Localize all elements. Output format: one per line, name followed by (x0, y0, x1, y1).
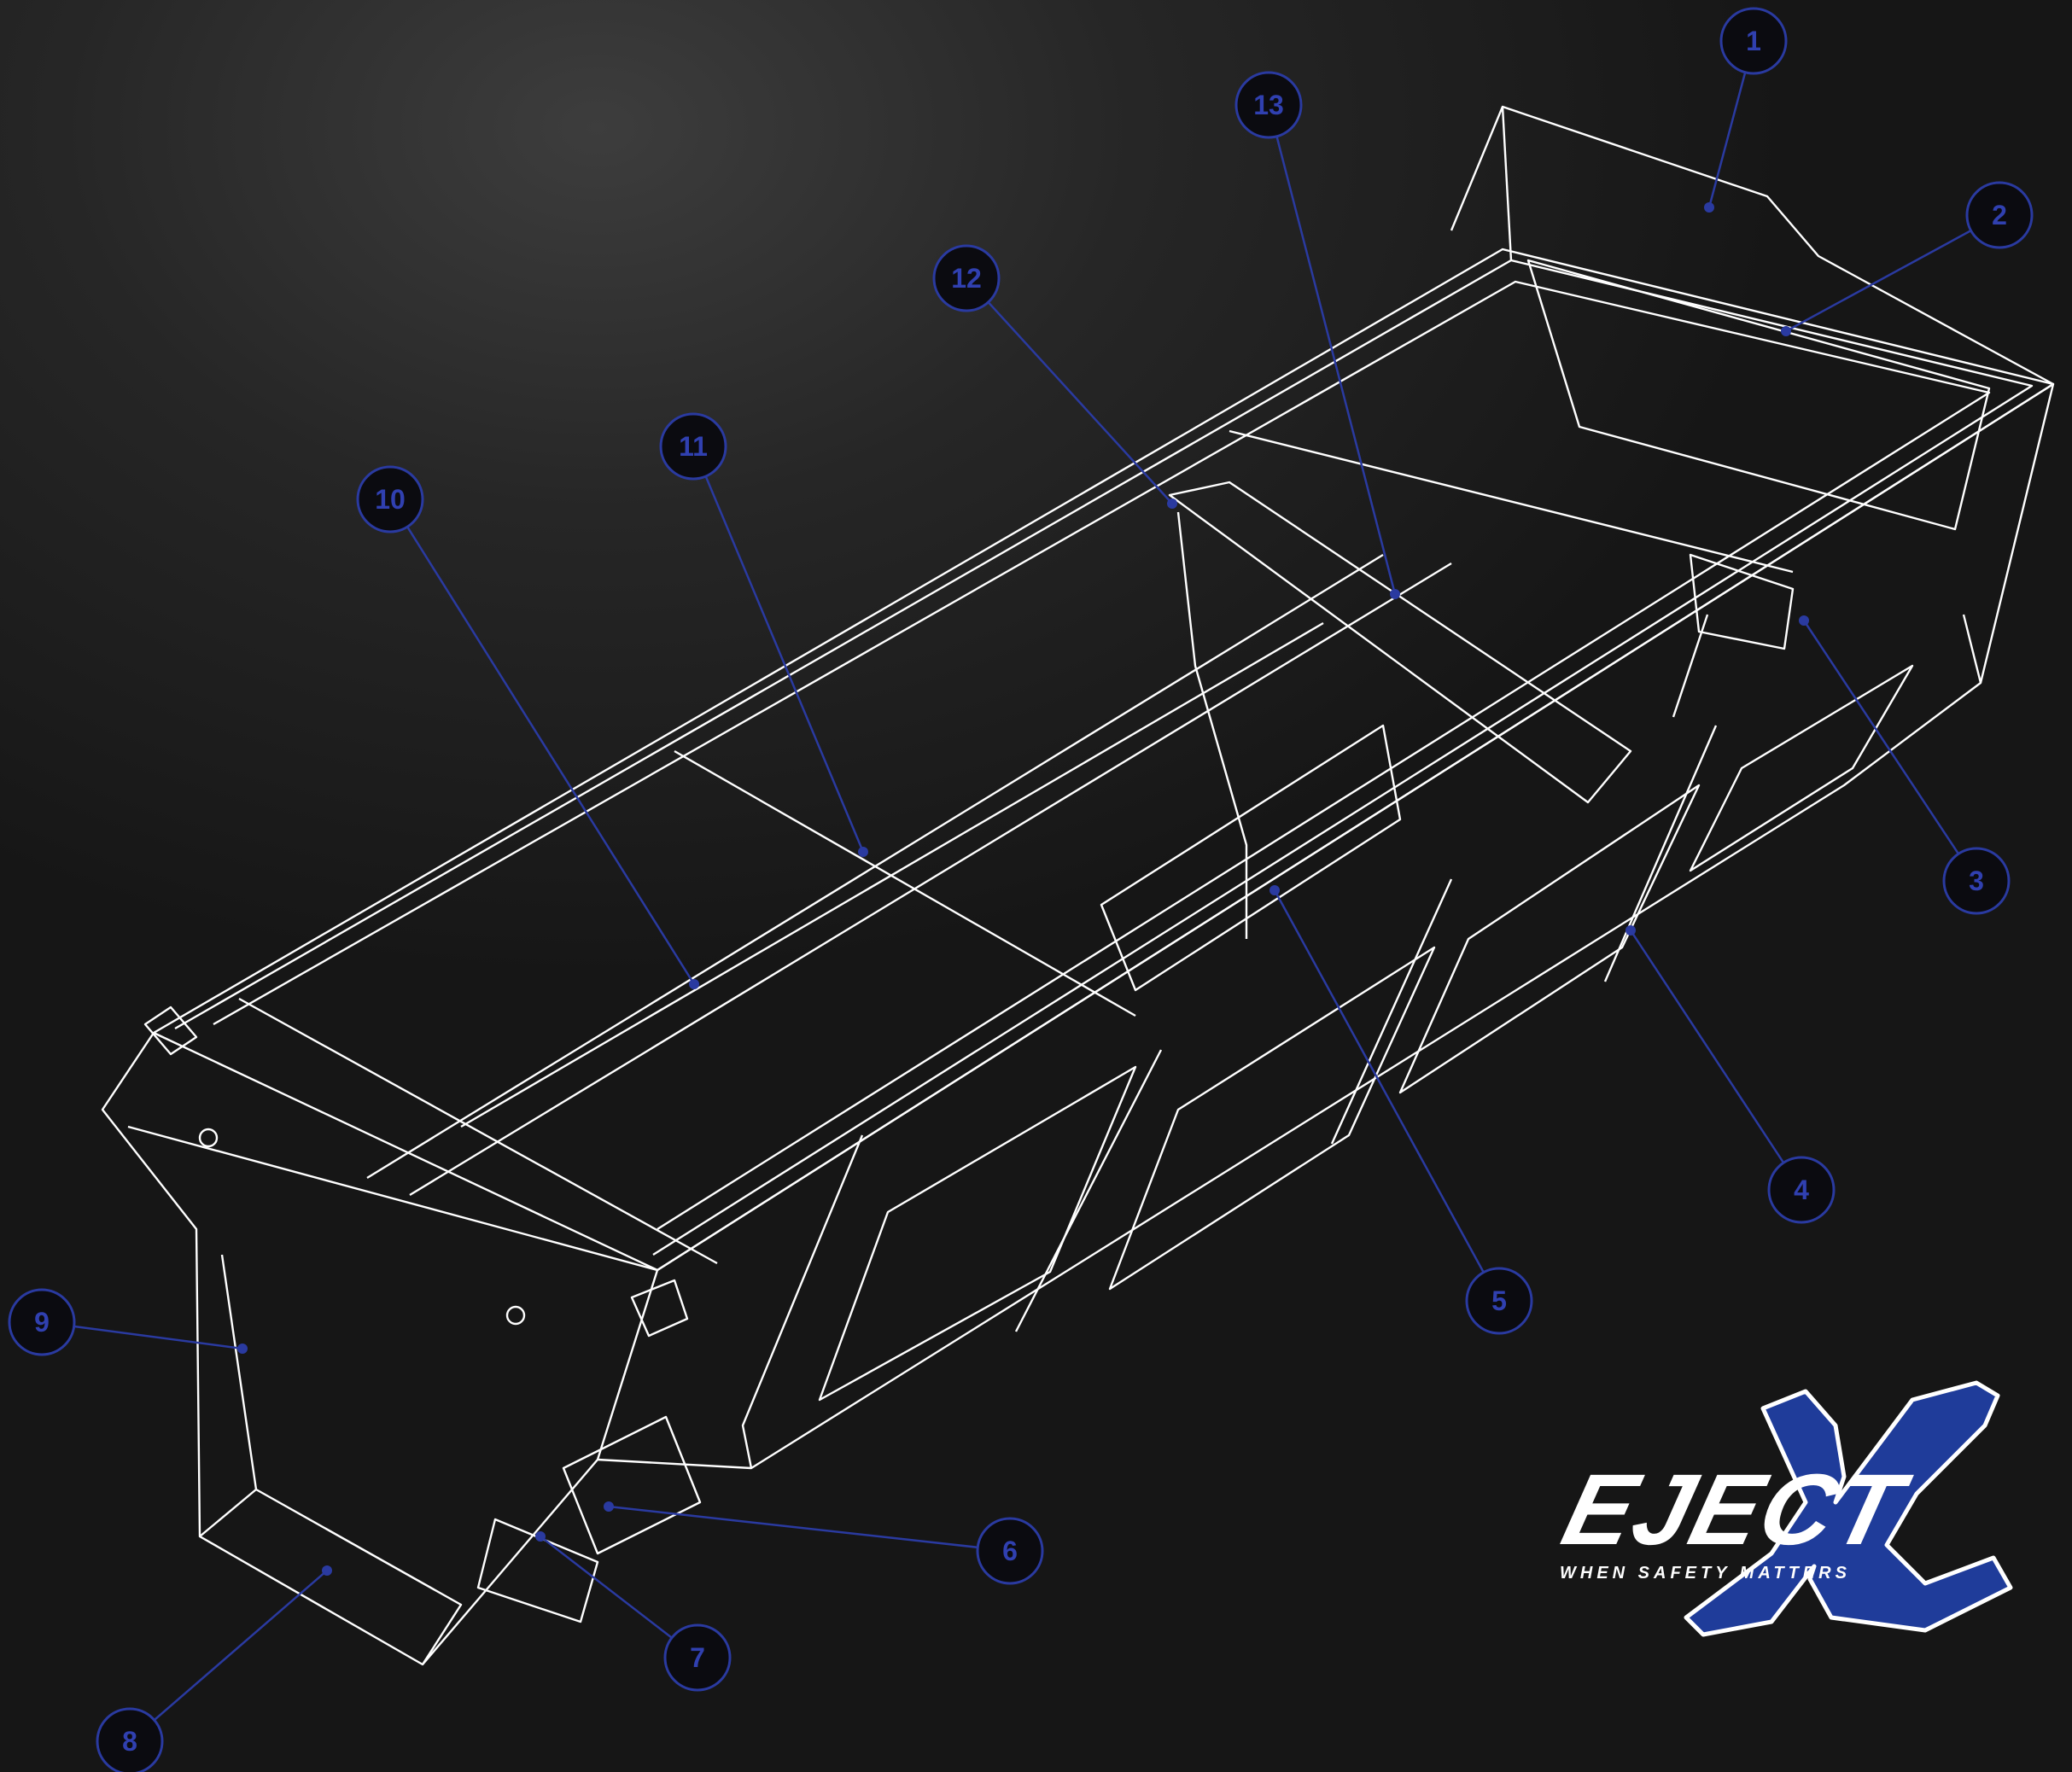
callout-4[interactable]: 4 (1767, 1156, 1836, 1224)
callout-10[interactable]: 10 (356, 465, 424, 533)
callout-13-label: 13 (1253, 90, 1284, 120)
callout-7[interactable]: 7 (663, 1623, 732, 1692)
ejectx-logo: EJECT WHEN SAFETY MATTERS (1550, 1374, 2028, 1647)
callout-9-label: 9 (34, 1307, 50, 1338)
callout-3[interactable]: 3 (1942, 847, 2011, 915)
callout-12[interactable]: 12 (932, 244, 1001, 312)
callout-5-label: 5 (1491, 1285, 1507, 1316)
callout-2[interactable]: 2 (1965, 181, 2034, 249)
x-brush-mark-icon (1684, 1380, 2013, 1637)
callout-8-label: 8 (122, 1726, 137, 1757)
callout-13[interactable]: 13 (1234, 71, 1303, 139)
callout-4-label: 4 (1794, 1175, 1809, 1205)
callout-1[interactable]: 1 (1719, 7, 1788, 75)
callout-12-label: 12 (951, 263, 982, 294)
callout-8[interactable]: 8 (96, 1707, 164, 1772)
logo-tagline: WHEN SAFETY MATTERS (1560, 1564, 1851, 1583)
callout-2-label: 2 (1992, 200, 2007, 230)
logo-wordmark: EJECT (1552, 1454, 1914, 1566)
callout-11[interactable]: 11 (659, 412, 727, 481)
callout-5[interactable]: 5 (1465, 1267, 1533, 1335)
callout-3-label: 3 (1969, 866, 1984, 896)
leader-end-dots (237, 202, 1809, 1576)
callout-6-label: 6 (1002, 1536, 1018, 1566)
callout-1-label: 1 (1746, 26, 1761, 56)
callout-7-label: 7 (690, 1642, 705, 1673)
callout-6[interactable]: 6 (976, 1517, 1044, 1585)
callout-9[interactable]: 9 (8, 1288, 76, 1356)
callout-11-label: 11 (679, 431, 708, 462)
callout-10-label: 10 (375, 484, 406, 515)
hopper-body-lines (101, 105, 2055, 1666)
